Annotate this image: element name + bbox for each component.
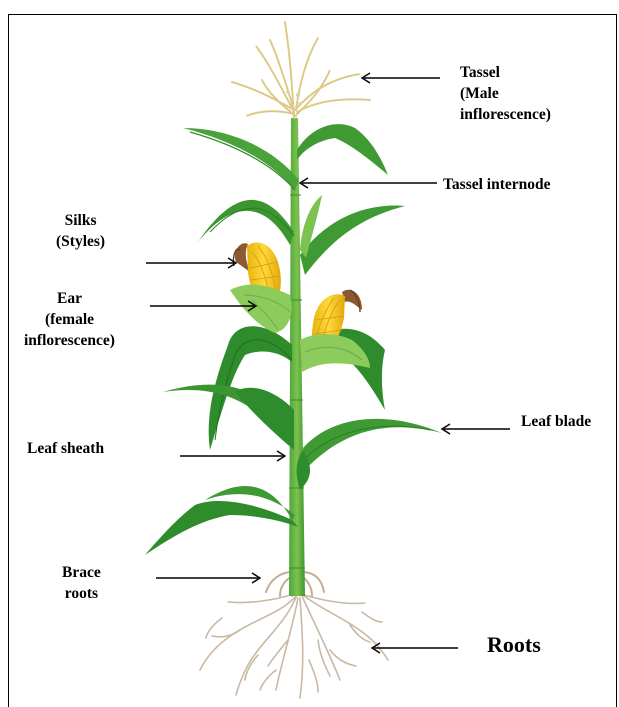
label-roots: Roots [487,632,541,658]
label-leaf-blade: Leaf blade [521,411,591,432]
label-silks-line2: (Styles) [56,231,105,252]
label-ear: Ear (female inflorescence) [24,288,115,351]
ear-lower [300,290,370,372]
roots-group [200,594,388,698]
label-brace-roots-line1: Brace [62,562,101,583]
label-tassel-line1: Tassel [460,62,551,83]
label-ear-line2: (female [24,309,115,330]
label-tassel: Tassel (Male inflorescence) [460,62,551,125]
label-silks: Silks (Styles) [56,210,105,252]
label-ear-line3: inflorescence) [24,330,115,351]
label-silks-line1: Silks [56,210,105,231]
ear-upper [230,243,292,333]
label-ear-line1: Ear [24,288,115,309]
label-brace-roots: Brace roots [62,562,101,604]
label-tassel-internode: Tassel internode [443,174,551,195]
label-tassel-line2: (Male [460,83,551,104]
label-leaf-sheath: Leaf sheath [27,438,104,459]
label-brace-roots-line2: roots [62,583,101,604]
label-tassel-line3: inflorescence) [460,104,551,125]
